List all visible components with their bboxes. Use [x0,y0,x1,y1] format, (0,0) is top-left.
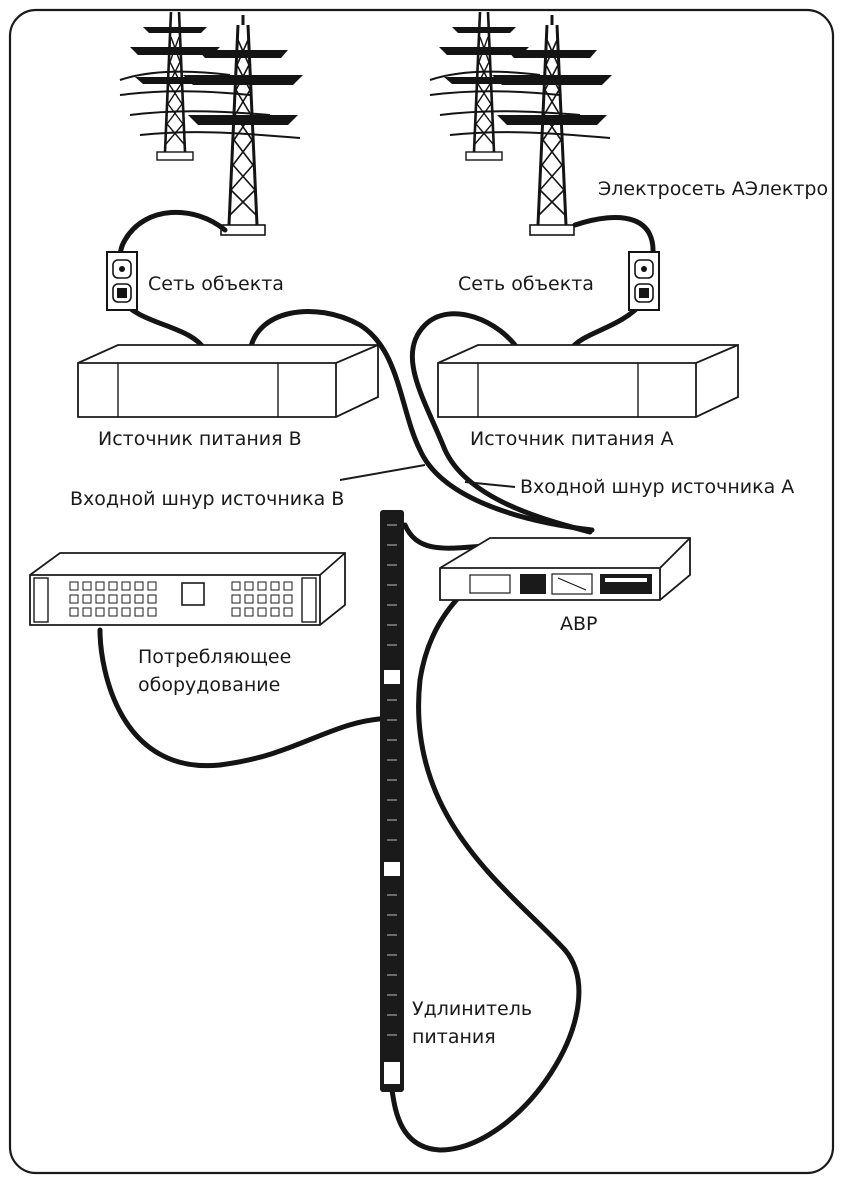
power-tower-icon [429,10,614,237]
power-tower-icon [119,10,305,237]
load-equipment-label-line2: оборудование [138,674,280,696]
wall-outlet-icon [628,251,660,311]
load-equipment-label-line1: Потребляющее [138,646,291,668]
ats-unit-icon [439,537,691,601]
input-cord-a-label: Входной шнур источника А [520,476,794,498]
input-cord-b-label: Входной шнур источника В [70,488,344,510]
utility-grid-label: Электросеть АЭлектро [598,178,828,200]
input-cord-b-leader [339,464,426,481]
rack-ups-icon [437,344,739,418]
input-cord-a-leader [464,481,516,488]
rack-equipment-icon [29,552,346,626]
power-source-a-label: Источник питания А [470,428,674,450]
pdu-label-line2: питания [412,1026,496,1048]
rack-ups-icon [77,344,379,418]
vertical-pdu-icon [380,510,404,1092]
facility-grid-a-label: Сеть объекта [458,273,594,295]
pdu-label-line1: Удлинитель [412,998,532,1020]
wall-outlet-icon [106,251,138,311]
power-source-b-label: Источник питания В [98,428,302,450]
diagram-frame [8,8,835,1175]
facility-grid-b-label: Сеть объекта [148,273,284,295]
ats-label: АВР [560,613,598,635]
